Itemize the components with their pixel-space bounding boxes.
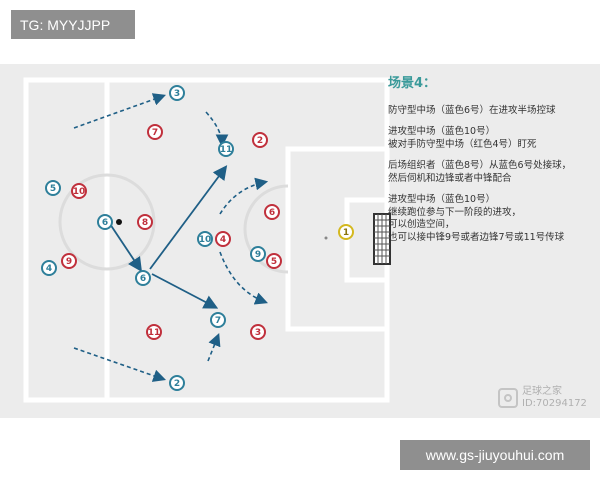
red-player-4: 4 (215, 231, 231, 247)
red-player-2: 2 (252, 132, 268, 148)
scene-line: 进攻型中场（蓝色10号） (388, 194, 496, 205)
blue-player-11: 11 (218, 141, 234, 157)
svg-text:10: 10 (73, 187, 86, 197)
run-arrow-top (73, 93, 167, 129)
svg-text:11: 11 (148, 328, 161, 338)
red-player-3: 3 (250, 324, 266, 340)
watermark-id: ID:70294172 (522, 398, 587, 409)
center-circle (58, 173, 156, 271)
goal-net (373, 213, 391, 265)
ball (116, 219, 122, 225)
svg-text:9: 9 (255, 250, 261, 260)
blue-player-7: 7 (210, 312, 226, 328)
blue-player-10: 10 (197, 231, 213, 247)
scene-paragraph: 进攻型中场（蓝色10号） 被对手防守型中场（红色4号）盯死 (388, 126, 593, 151)
telegram-badge: TG: MYYJJPP (11, 10, 135, 39)
blue-player-3: 3 (169, 85, 185, 101)
svg-text:7: 7 (152, 128, 158, 138)
run-arrow-10-bottom (219, 251, 268, 305)
goalkeeper: 1 (338, 224, 354, 240)
blue-player-6-end: 6 (135, 270, 151, 286)
svg-text:2: 2 (174, 379, 180, 389)
red-player-11: 11 (146, 324, 162, 340)
scene-paragraph: 防守型中场（蓝色6号）在进攻半场控球 (388, 105, 593, 118)
scene-description: 场景4： 防守型中场（蓝色6号）在进攻半场控球 进攻型中场（蓝色10号） 被对手… (388, 76, 593, 253)
pass-to-11 (149, 165, 228, 270)
svg-text:4: 4 (46, 264, 52, 274)
svg-text:1: 1 (343, 228, 349, 238)
blue-players: 5 4 6 6 3 2 11 10 9 7 (41, 85, 266, 391)
blue-player-2: 2 (169, 375, 185, 391)
red-players: 7 10 9 8 11 2 6 4 5 3 (61, 124, 282, 340)
website-badge: www.gs-jiuyouhui.com (400, 440, 590, 470)
pass-to-7 (151, 273, 219, 309)
run-arrow-7 (207, 333, 221, 362)
tactics-board: 5 4 6 6 3 2 11 10 9 7 7 10 9 8 11 2 6 4 … (0, 64, 600, 418)
scene-line: 被对手防守型中场（红色4号）盯死 (388, 138, 537, 150)
penalty-area (285, 146, 390, 332)
scene-title: 场景4： (388, 76, 437, 91)
run-arrow-10-top (219, 177, 269, 215)
scene-paragraph: 进攻型中场（蓝色10号） 继续跑位参与下一阶段的进攻， 可以创造空间， 也可以接… (388, 194, 593, 244)
scene-line: 然后伺机和边锋或者中锋配合 (388, 172, 512, 184)
scene-paragraph: 后场组织者（蓝色8号）从蓝色6号处接球， 然后伺机和边锋或者中锋配合 (388, 160, 593, 185)
svg-text:5: 5 (50, 184, 56, 194)
red-player-5: 5 (266, 253, 282, 269)
watermark-name: 足球之家 (522, 386, 562, 397)
penalty-arc (243, 184, 289, 274)
svg-text:6: 6 (269, 208, 275, 218)
pitch-diagram: 5 4 6 6 3 2 11 10 9 7 7 10 9 8 11 2 6 4 … (23, 77, 391, 403)
red-player-6: 6 (264, 204, 280, 220)
blue-player-4: 4 (41, 260, 57, 276)
pass-6-to-8 (109, 223, 142, 272)
svg-text:5: 5 (271, 257, 277, 267)
scene-line: 也可以接中锋9号或者边锋7号或11号传球 (388, 231, 565, 243)
svg-text:4: 4 (220, 235, 226, 245)
red-player-7: 7 (147, 124, 163, 140)
scene-line: 后场组织者（蓝色8号）从蓝色6号处接球， (388, 160, 572, 171)
svg-text:6: 6 (140, 274, 146, 284)
svg-text:3: 3 (255, 328, 261, 338)
svg-text:8: 8 (142, 218, 148, 228)
blue-player-6-start: 6 (97, 214, 113, 230)
svg-text:2: 2 (257, 136, 263, 146)
penalty-spot (324, 236, 328, 240)
scene-line: 可以创造空间， (388, 219, 455, 230)
scene-line: 防守型中场（蓝色6号）在进攻半场控球 (388, 104, 556, 116)
svg-text:6: 6 (102, 218, 108, 228)
svg-text:11: 11 (220, 145, 233, 155)
red-player-8: 8 (137, 214, 153, 230)
svg-text:9: 9 (66, 257, 72, 267)
red-player-9: 9 (61, 253, 77, 269)
red-player-10: 10 (71, 183, 87, 199)
svg-text:10: 10 (199, 235, 212, 245)
watermark-logo-icon (498, 388, 518, 408)
source-watermark: 足球之家 ID:70294172 (498, 386, 587, 410)
scene-line: 继续跑位参与下一阶段的进攻， (388, 206, 522, 218)
run-arrow-bottom (73, 347, 167, 382)
blue-player-5: 5 (45, 180, 61, 196)
run-arrow-11 (205, 111, 229, 148)
svg-text:3: 3 (174, 89, 180, 99)
blue-player-9: 9 (250, 246, 266, 262)
scene-line: 进攻型中场（蓝色10号） (388, 126, 496, 137)
svg-text:7: 7 (215, 316, 221, 326)
